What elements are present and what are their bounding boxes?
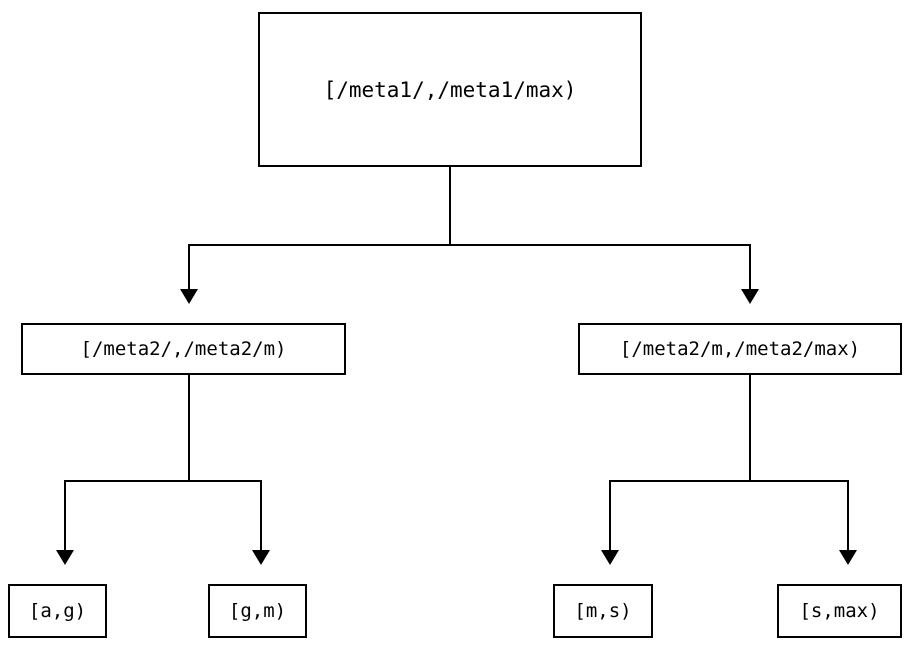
arrowhead-to-leaf-ag-icon [56, 550, 74, 565]
tree-leaf-a-g[interactable]: [a,g) [8, 584, 107, 638]
tree-node-meta2-upper-label: [/meta2/m,/meta2/max) [619, 338, 861, 360]
tree-node-meta2-lower-label: [/meta2/,/meta2/m) [80, 338, 287, 360]
edge-mid-left-stem [188, 375, 190, 481]
tree-leaf-s-max-label: [s,max) [799, 600, 880, 622]
tree-leaf-m-s[interactable]: [m,s) [553, 584, 653, 638]
edge-mid-right-bus [609, 480, 849, 482]
tree-node-meta2-lower[interactable]: [/meta2/,/meta2/m) [21, 323, 346, 375]
tree-node-root[interactable]: [/meta1/,/meta1/max) [258, 12, 642, 167]
arrowhead-root-to-mid-right-icon [741, 289, 759, 304]
edge-mid-left-bus [64, 480, 262, 482]
arrowhead-to-leaf-ms-icon [601, 550, 619, 565]
arrowhead-root-to-mid-left-icon [180, 289, 198, 304]
tree-leaf-a-g-label: [a,g) [28, 600, 87, 622]
edge-mid-left-to-leaf-ag [64, 480, 66, 551]
tree-node-root-label: [/meta1/,/meta1/max) [323, 77, 577, 102]
tree-node-meta2-upper[interactable]: [/meta2/m,/meta2/max) [578, 323, 902, 375]
edge-root-stem [449, 167, 451, 245]
edge-root-to-mid-left [188, 244, 190, 290]
arrowhead-to-leaf-smax-icon [839, 550, 857, 565]
arrowhead-to-leaf-gm-icon [252, 550, 270, 565]
edge-mid-left-to-leaf-gm [260, 480, 262, 551]
edge-mid-right-to-leaf-ms [609, 480, 611, 551]
edge-root-to-mid-right [749, 244, 751, 290]
tree-leaf-g-m[interactable]: [g,m) [208, 584, 307, 638]
edge-mid-right-to-leaf-smax [847, 480, 849, 551]
tree-leaf-s-max[interactable]: [s,max) [777, 584, 902, 638]
tree-leaf-g-m-label: [g,m) [228, 600, 287, 622]
edge-root-bus [188, 244, 751, 246]
tree-leaf-m-s-label: [m,s) [574, 600, 632, 622]
edge-mid-right-stem [749, 375, 751, 481]
